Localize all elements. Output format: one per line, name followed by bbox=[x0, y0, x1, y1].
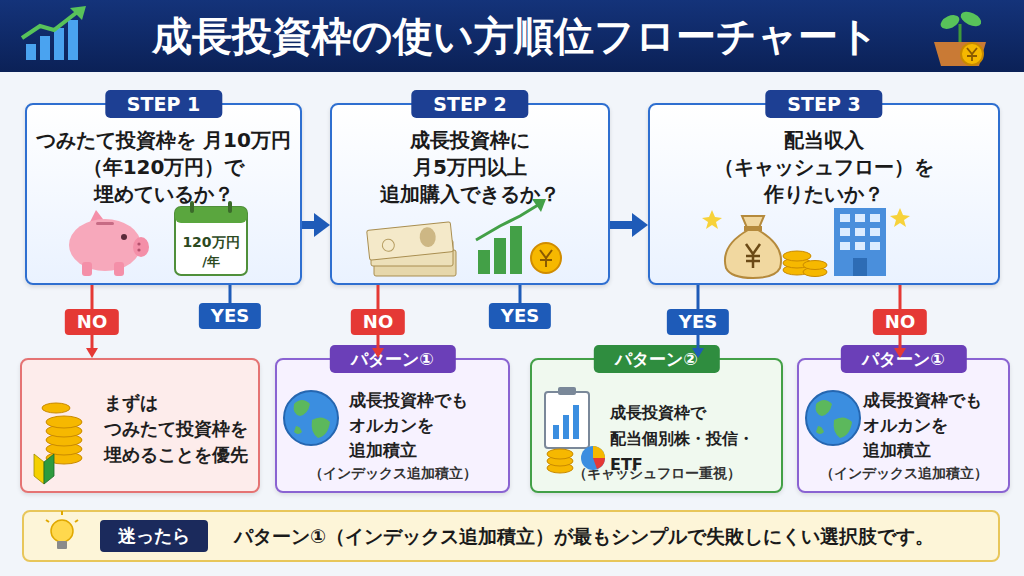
yes-connector bbox=[519, 285, 522, 303]
pattern-box: パターン①成長投資枠でも オルカンを 追加積立（インデックス追加積立） bbox=[275, 358, 510, 493]
pattern-tab: パターン① bbox=[329, 345, 455, 373]
step-tab: STEP 2 bbox=[411, 90, 528, 118]
yes-badge: YES bbox=[489, 303, 551, 329]
decision-box: STEP 3配当収入 （キャッシュフロー）を 作りたいか？ bbox=[648, 103, 1000, 285]
growth-icon bbox=[26, 44, 36, 60]
pattern-note: （インデックス追加積立） bbox=[799, 464, 1008, 482]
question-text: 成長投資枠に 月5万円以上 追加購入できるか？ bbox=[365, 127, 575, 208]
advice-text: まずは つみたて投資枠を 埋めることを優先 bbox=[104, 390, 256, 468]
flow-arrow bbox=[610, 221, 632, 229]
decision-box: STEP 2成長投資枠に 月5万円以上 追加購入できるか？ bbox=[330, 103, 610, 285]
step-tab: STEP 1 bbox=[105, 90, 222, 118]
branch-badge: YES bbox=[667, 309, 729, 335]
pattern-box: パターン①成長投資枠でも オルカンを 追加積立（インデックス追加積立） bbox=[797, 358, 1010, 493]
growth-icon bbox=[22, 6, 86, 60]
pattern-note: （インデックス追加積立） bbox=[277, 464, 508, 482]
calendar-amount: 120万円 bbox=[182, 234, 239, 252]
branch-badge: NO bbox=[65, 309, 119, 335]
plant-coin-icon bbox=[938, 12, 961, 31]
pattern-text: 成長投資枠でも オルカンを 追加積立 bbox=[863, 388, 1008, 463]
branch-badge: NO bbox=[873, 309, 927, 335]
pattern-note: （キャッシュフロー重視） bbox=[532, 464, 781, 482]
pattern-tab: パターン② bbox=[593, 345, 719, 373]
pattern-box: パターン②成長投資枠で 配当個別株・投信・ETF（キャッシュフロー重視） bbox=[530, 358, 783, 493]
tip-tag: 迷ったら bbox=[100, 520, 208, 552]
flow-arrow bbox=[302, 221, 314, 229]
yes-connector bbox=[230, 285, 520, 303]
decision-box: STEP 1つみたて投資枠を 月10万円（年120万円）で 埋めているか？ bbox=[25, 103, 302, 285]
pattern-tab: パターン① bbox=[840, 345, 966, 373]
yes-connector bbox=[229, 285, 232, 303]
branch-badge: NO bbox=[351, 309, 405, 335]
plant-coin-icon bbox=[934, 9, 986, 66]
plant-coin-icon bbox=[967, 48, 977, 61]
growth-icon bbox=[70, 6, 86, 20]
tip-tag-text: 迷ったら bbox=[102, 522, 206, 550]
yes-badge: YES bbox=[199, 303, 261, 329]
growth-icon bbox=[22, 13, 76, 38]
plant-coin-icon bbox=[934, 42, 986, 66]
advice-box: まずは つみたて投資枠を 埋めることを優先 bbox=[20, 358, 260, 493]
diagram-title: 成長投資枠の使い方順位フローチャート bbox=[100, 12, 930, 60]
plant-coin-icon bbox=[959, 24, 962, 44]
plant-coin-icon bbox=[961, 43, 983, 65]
calendar-unit: /年 bbox=[202, 253, 220, 271]
pattern-text: 成長投資枠でも オルカンを 追加積立 bbox=[349, 388, 499, 463]
growth-icon bbox=[54, 28, 64, 60]
growth-icon bbox=[40, 36, 50, 60]
question-text: 配当収入 （キャッシュフロー）を 作りたいか？ bbox=[693, 127, 955, 208]
tip-band: パターン①（インデックス追加積立）が最もシンプルで失敗しにくい選択肢です。迷った… bbox=[22, 510, 1000, 562]
plant-coin-icon bbox=[958, 9, 983, 29]
growth-icon bbox=[68, 20, 78, 60]
step-tab: STEP 3 bbox=[765, 90, 882, 118]
question-text: つみたて投資枠を 月10万円（年120万円）で 埋めているか？ bbox=[33, 127, 295, 208]
tip-text: パターン①（インデックス追加積立）が最もシンプルで失敗しにくい選択肢です。 bbox=[234, 512, 934, 560]
